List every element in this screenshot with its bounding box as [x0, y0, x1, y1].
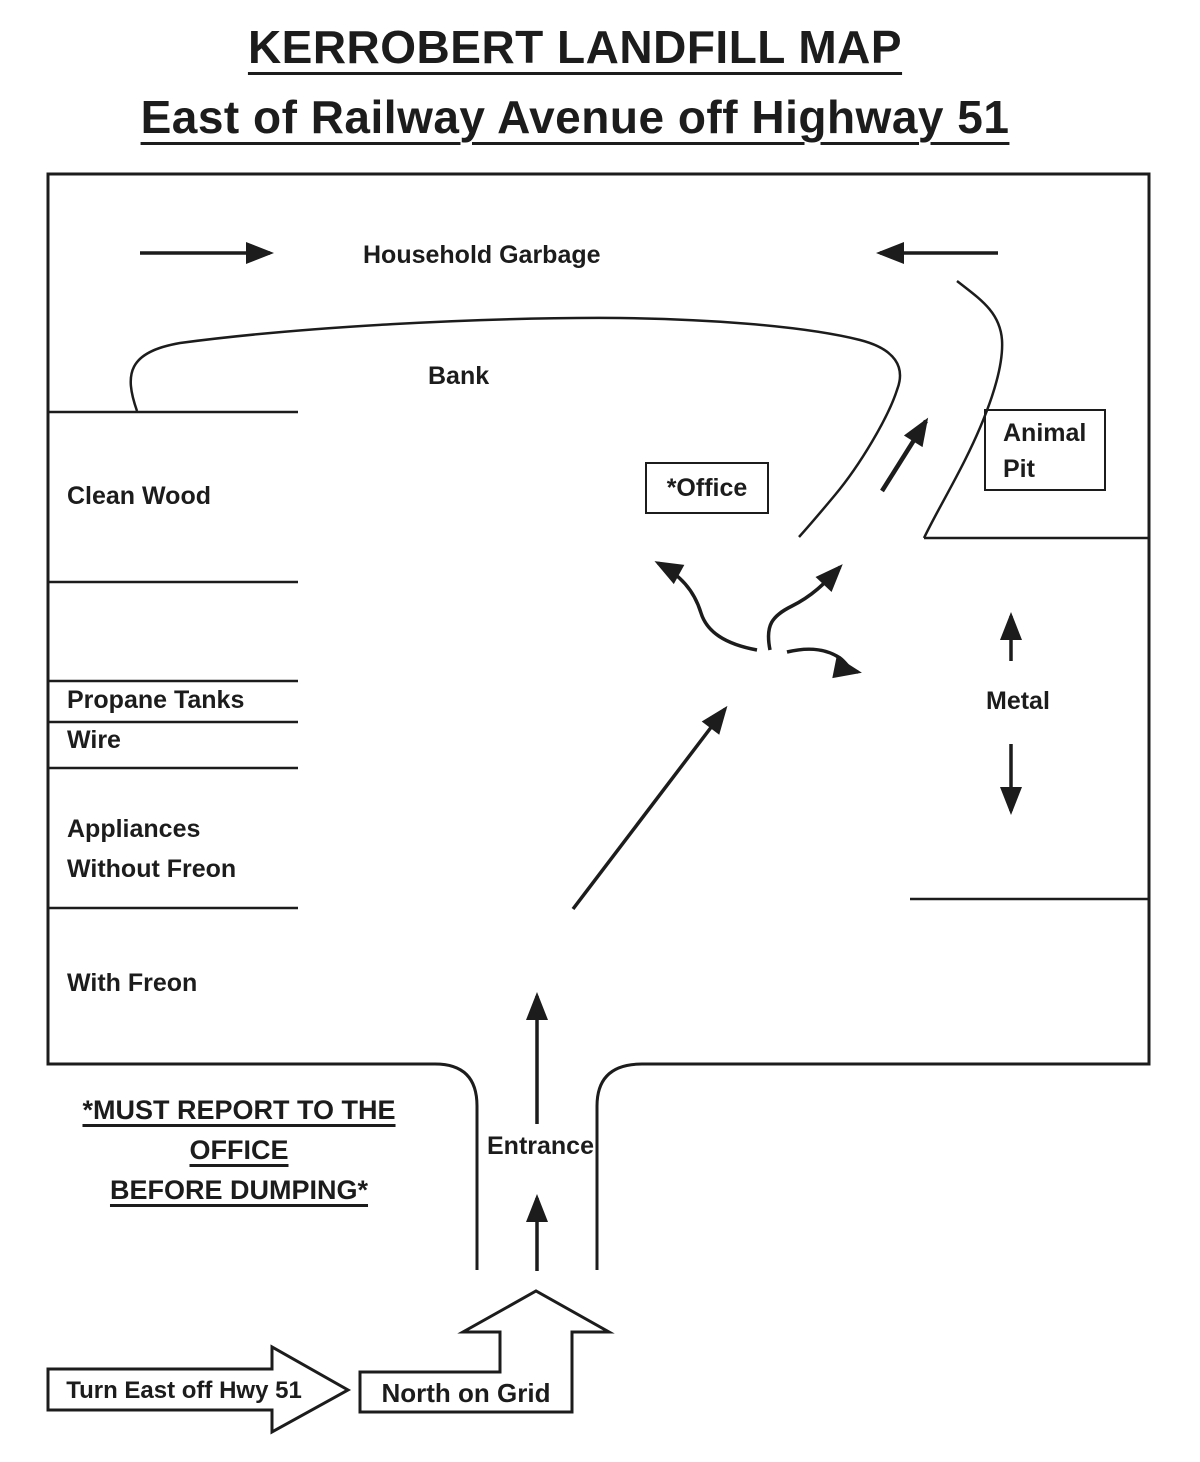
notice-line2: BEFORE DUMPING*	[109, 1175, 369, 1205]
office-box-label: *Office	[666, 473, 748, 502]
animal-pit-box: Animal Pit	[984, 409, 1106, 491]
entrance-to-fork-arrow-icon	[571, 705, 728, 911]
fork-arrow-to-office-icon	[654, 561, 758, 652]
turn-east-label: Turn East off Hwy 51	[66, 1377, 302, 1404]
zone-label-propane-tanks: Propane Tanks	[67, 686, 245, 714]
zone-label-household-garbage: Household Garbage	[363, 241, 601, 269]
animal-pit-road-curve	[922, 280, 1004, 539]
zone-label-wire: Wire	[67, 726, 121, 754]
zone-label-appliances-line1: Appliances	[67, 815, 201, 843]
fork-arrow-north-icon	[766, 564, 843, 651]
animal-pit-label-line2: Pit	[1003, 455, 1035, 483]
zone-label-with-freon: With Freon	[67, 969, 198, 997]
zone-label-bank: Bank	[428, 362, 490, 390]
zone-label-clean-wood: Clean Wood	[67, 482, 211, 510]
animal-pit-direction-arrow-icon	[880, 417, 929, 493]
zone-label-metal: Metal	[986, 687, 1050, 715]
landfill-boundary-and-entrance-road	[46, 172, 1151, 1270]
zone-label-appliances-line2: Without Freon	[67, 855, 237, 883]
notice-line1: *MUST REPORT TO THE OFFICE	[82, 1095, 396, 1165]
office-report-notice: *MUST REPORT TO THE OFFICE BEFORE DUMPIN…	[40, 1090, 438, 1210]
animal-pit-label-line1: Animal	[1003, 419, 1087, 447]
turn-east-block-arrow-icon	[46, 1344, 352, 1435]
fork-arrow-to-metal-icon	[786, 647, 862, 679]
zone-label-appliances-without-freon: Appliances Without Freon	[67, 809, 236, 889]
office-box: *Office	[645, 462, 769, 514]
page-subtitle: East of Railway Avenue off Highway 51	[140, 91, 1010, 143]
north-on-grid-block-arrow-icon	[358, 1289, 615, 1414]
bank-road-curve	[129, 316, 902, 538]
zone-label-entrance: Entrance	[487, 1132, 594, 1160]
page-title: KERROBERT LANDFILL MAP	[247, 21, 903, 73]
north-on-grid-label: North on Grid	[381, 1378, 551, 1408]
